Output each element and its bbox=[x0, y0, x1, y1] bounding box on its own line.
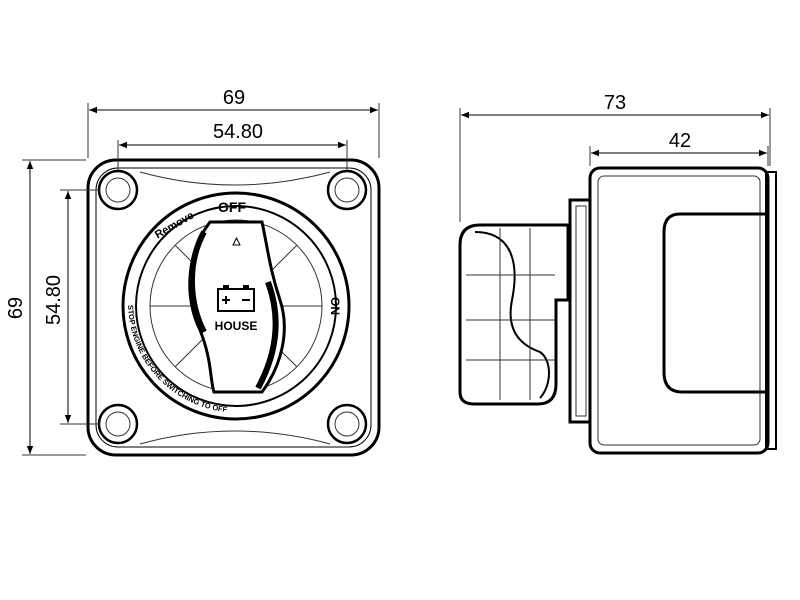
dim-front-width-overall: 69 bbox=[223, 87, 245, 109]
dim-front-height-holes: 54.80 bbox=[43, 275, 65, 325]
side-recess-panel bbox=[662, 212, 765, 394]
dim-front-height-overall: 69 bbox=[5, 297, 27, 319]
label-remove: Remove bbox=[153, 210, 196, 242]
dim-front-width-holes: 54.80 bbox=[213, 121, 263, 143]
triangle-icon bbox=[232, 236, 241, 246]
dim-side-depth-overall: 73 bbox=[604, 92, 626, 114]
side-knob-contour bbox=[474, 231, 550, 399]
side-knob[interactable] bbox=[458, 223, 570, 406]
side-flange bbox=[568, 198, 592, 424]
knob-left-groove bbox=[188, 230, 207, 334]
front-view: HOUSE OFF ON Remove STOP ENGINE BEFORE S… bbox=[86, 158, 381, 457]
top-flange-curve bbox=[139, 171, 331, 186]
side-rear-lip bbox=[765, 171, 777, 450]
bottom-flange-curve bbox=[139, 430, 331, 445]
side-flange-inner bbox=[575, 205, 587, 417]
knob-right-groove bbox=[255, 280, 279, 390]
mounting-hole-tl bbox=[97, 169, 139, 211]
side-housing-inner bbox=[597, 175, 761, 446]
side-housing bbox=[588, 166, 770, 455]
side-dimensions: 73 42 bbox=[459, 92, 771, 222]
label-off: OFF bbox=[218, 199, 246, 215]
mounting-hole-br bbox=[326, 403, 368, 445]
front-dimensions: 69 54.80 69 54.80 bbox=[5, 87, 380, 456]
label-on: ON bbox=[328, 297, 342, 315]
side-view bbox=[458, 166, 777, 455]
front-body-outline bbox=[86, 158, 381, 457]
dial-outer-ring bbox=[121, 191, 351, 421]
battery-icon bbox=[217, 285, 255, 312]
front-body-inner bbox=[95, 167, 372, 448]
dial-middle-ring bbox=[135, 205, 337, 407]
mounting-hole-bl bbox=[97, 403, 139, 445]
label-house: HOUSE bbox=[215, 319, 258, 333]
dim-side-depth-body: 42 bbox=[669, 130, 691, 152]
mounting-hole-tr bbox=[326, 169, 368, 211]
side-knob-grid bbox=[466, 228, 555, 400]
